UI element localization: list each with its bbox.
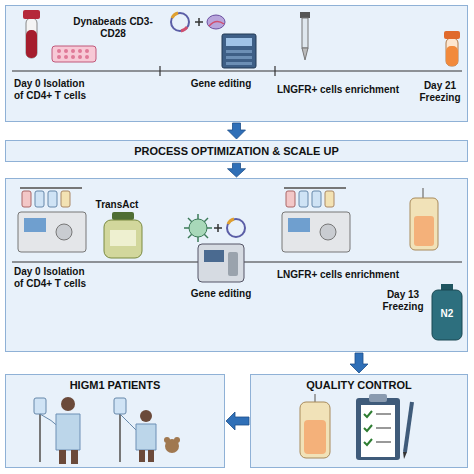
- reagent-label: TransAct: [84, 199, 150, 211]
- column: [300, 12, 310, 60]
- step-label: Day 21 Freezing: [416, 80, 464, 103]
- patient-figures: [34, 397, 180, 464]
- patients-box: HIGM1 PATIENTS: [5, 374, 225, 468]
- panel-fill: [5, 374, 225, 468]
- panel-fill: [250, 374, 468, 468]
- timeline: [12, 70, 462, 71]
- cell-processor: [18, 188, 86, 252]
- nitrogen-tank: [432, 284, 462, 340]
- stage-band: PROCESS OPTIMIZATION & SCALE UP: [5, 140, 468, 162]
- tick: [159, 66, 160, 76]
- step-label: Gene editing: [156, 288, 286, 300]
- blood-tube: [23, 10, 40, 58]
- transact-bottle: [104, 212, 142, 258]
- step-label: Day 0 Isolation of CD4+ T cells: [14, 78, 86, 101]
- panel-fill: [5, 178, 468, 352]
- plasmid-icon: [171, 13, 225, 31]
- cell-bag: [410, 188, 438, 250]
- flow-arrow: [350, 353, 368, 373]
- flow-arrow: [228, 163, 246, 177]
- step-label: Day 13 Freezing: [376, 289, 430, 312]
- reagent-label: Dynabeads CD3-CD28: [66, 16, 160, 39]
- step-label: Gene editing: [156, 78, 286, 90]
- cell-processor: [282, 188, 350, 252]
- electroporator: [198, 244, 244, 282]
- bead-plate: [52, 46, 96, 62]
- step-label: LNGFR+ cells enrichment: [268, 269, 408, 281]
- gas-label: N2: [432, 308, 462, 319]
- step-label: LNGFR+ cells enrichment: [268, 84, 408, 96]
- process-panel: Dynabeads CD3-CD28Day 0 Isolation of CD4…: [5, 5, 468, 122]
- qc-box: QUALITY CONTROL: [250, 374, 468, 468]
- box-title: QUALITY CONTROL: [251, 379, 467, 392]
- freezing-tube: [444, 31, 460, 66]
- band-fill: [5, 140, 468, 162]
- panel-fill: [5, 5, 468, 122]
- virus-icon: [184, 214, 245, 242]
- electroporator: [222, 34, 256, 68]
- process-panel: TransActDay 0 Isolation of CD4+ T cellsG…: [5, 178, 468, 352]
- flow-arrow: [228, 123, 246, 139]
- box-title: PROCESS OPTIMIZATION & SCALE UP: [6, 145, 467, 158]
- box-title: HIGM1 PATIENTS: [6, 379, 224, 392]
- flow-arrow: [226, 412, 249, 430]
- clipboard: [356, 394, 412, 460]
- step-label: Day 0 Isolation of CD4+ T cells: [14, 266, 86, 289]
- tick: [274, 66, 275, 76]
- product-bag: [300, 394, 330, 458]
